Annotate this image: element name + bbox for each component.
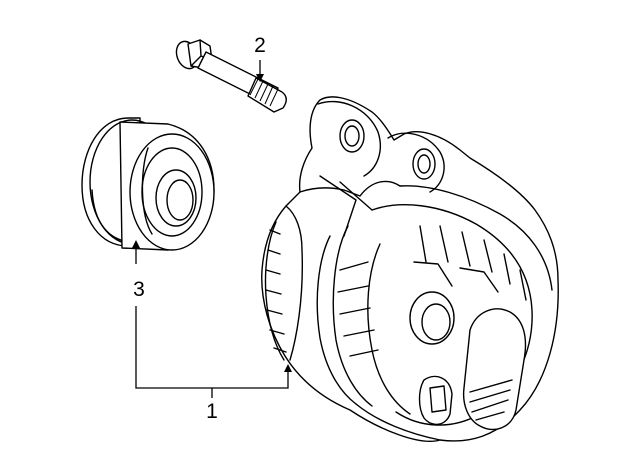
alternator-part[interactable] <box>261 96 559 442</box>
callout-alternator: 1 <box>206 400 218 423</box>
callout-pulley: 3 <box>133 278 145 301</box>
bolt-part[interactable] <box>173 38 287 113</box>
arrow-alternator <box>284 364 292 372</box>
leader-lines <box>132 60 292 398</box>
arrow-bolt <box>256 74 264 82</box>
pulley-part[interactable] <box>81 117 215 251</box>
arrow-pulley <box>132 240 140 248</box>
callout-bolt: 2 <box>254 34 266 57</box>
